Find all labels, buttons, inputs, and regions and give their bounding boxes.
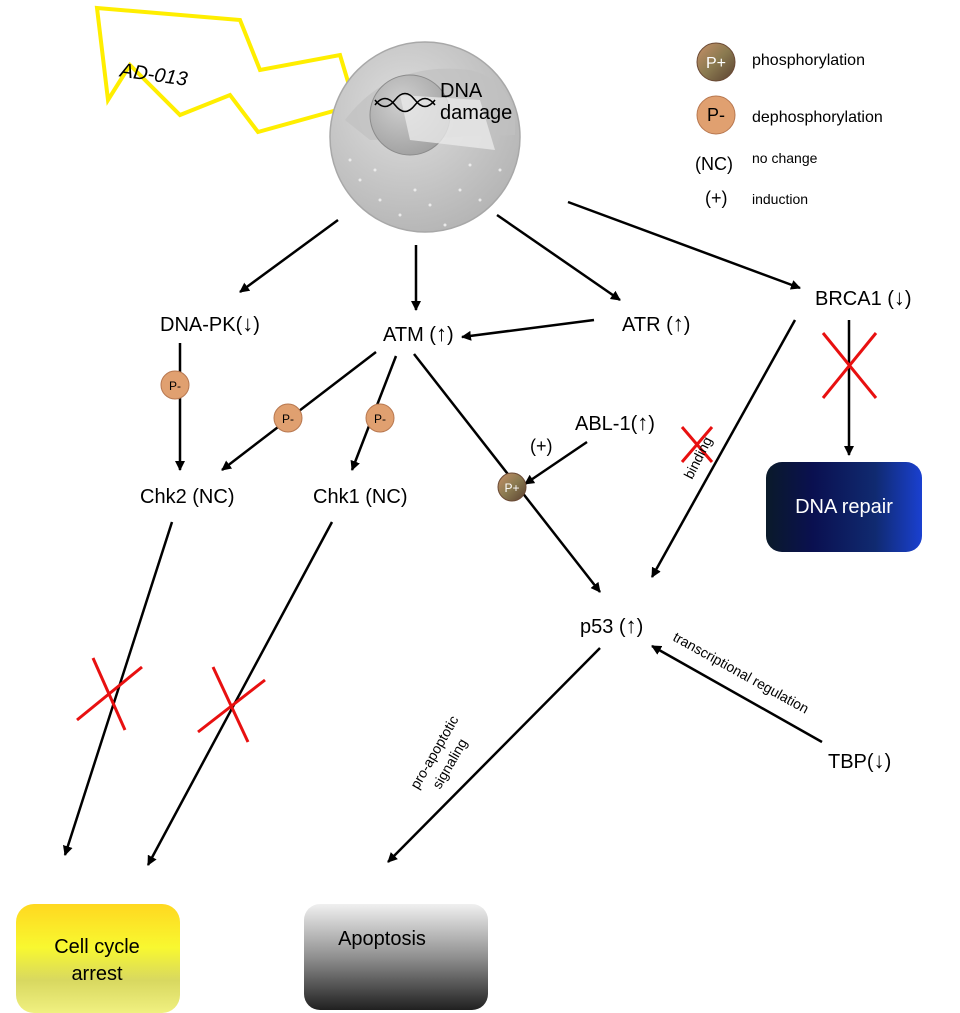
edge-chk2-arrest: [62, 521, 174, 856]
badge-dnapk-chk2: P-: [160, 370, 190, 400]
dna-helix-icon: [374, 92, 436, 113]
dnapk-down-arrow-icon: ↓: [242, 311, 253, 336]
legend-ind-symbol: (+): [705, 188, 728, 208]
node-chk1: Chk1 (NC): [313, 486, 407, 508]
cross-brca1-repair: [821, 332, 878, 399]
dna-repair-label: DNA repair: [795, 496, 893, 518]
svg-text:P+: P+: [504, 481, 519, 495]
svg-text:P-: P-: [374, 412, 386, 426]
legend-dephos-label: dephosphorylation: [752, 109, 883, 126]
edge-chk1-arrest: [146, 521, 334, 866]
node-atr: ATR (↑): [622, 311, 690, 336]
cell-cycle-label-line1: Cell cycle: [54, 936, 140, 958]
label-induction: (+): [530, 436, 553, 456]
legend: P+ phosphorylation P- dephosphorylation …: [695, 42, 883, 208]
node-p53: p53 (↑): [580, 613, 643, 638]
legend-nc-label: no change: [752, 150, 818, 166]
legend-ind-label: induction: [752, 191, 808, 207]
node-brca1: BRCA1 (↓): [815, 285, 912, 310]
legend-dephos-badge-text: P-: [707, 105, 725, 125]
cross-binding: [680, 426, 714, 463]
node-tbp: TBP(↓): [828, 748, 891, 773]
legend-phos-badge: [696, 42, 736, 82]
tbp-down-arrow-icon: ↓: [874, 748, 885, 773]
atr-up-arrow-icon: ↑: [673, 311, 684, 336]
drug-label: AD-013: [118, 59, 189, 90]
brca1-down-arrow-icon: ↓: [894, 285, 905, 310]
legend-phos-badge-text: P+: [706, 55, 726, 72]
badge-atm-chk2: P-: [273, 403, 303, 433]
edge-brca1-p53: [650, 319, 797, 578]
cross-chk2-arrest: [76, 657, 143, 731]
label-transcriptional: transcriptional regulation: [671, 629, 812, 717]
legend-nc-symbol: (NC): [695, 154, 733, 174]
inhibition-crosses: [76, 332, 878, 743]
edge-p53-apoptosis: [387, 647, 601, 863]
node-abl1: ABL-1(↑): [575, 410, 655, 435]
outcome-cell-cycle-arrest: Cell cycle arrest: [16, 904, 180, 1013]
edge-tbp-p53: [651, 644, 823, 744]
edge-abl1-p53: [524, 440, 588, 486]
node-dnapk: DNA-PK(↓): [160, 311, 260, 336]
apoptosis-label: Apoptosis: [338, 928, 426, 950]
outcome-apoptosis: Apoptosis: [304, 904, 488, 1010]
dna-damage-label-line2: damage: [440, 102, 512, 124]
badge-atm-p53-phos: P+: [497, 472, 527, 502]
edge-atr-atm: [461, 318, 595, 341]
cross-chk1-arrest: [197, 666, 266, 743]
badge-atm-chk1: P-: [365, 403, 395, 433]
cell-cycle-label-line2: arrest: [71, 963, 123, 985]
edge-cell-brca1: [567, 200, 801, 290]
legend-phos-label: phosphorylation: [752, 52, 865, 69]
node-chk2: Chk2 (NC): [140, 486, 234, 508]
edge-cell-dnapk: [239, 218, 339, 294]
cell-illustration: [329, 41, 521, 233]
legend-dephos-badge: [696, 95, 736, 135]
svg-text:P-: P-: [169, 379, 181, 393]
atm-up-arrow-icon: ↑: [436, 321, 447, 346]
outcome-dna-repair: DNA repair: [766, 462, 922, 552]
drug-lightning-bolt: [94, 5, 358, 135]
svg-text:P-: P-: [282, 412, 294, 426]
node-atm: ATM (↑): [383, 321, 454, 346]
abl1-up-arrow-icon: ↑: [637, 410, 648, 435]
p53-up-arrow-icon: ↑: [626, 613, 637, 638]
edge-cell-atr: [496, 213, 621, 302]
edge-atm-p53: [413, 353, 601, 593]
dna-damage-label-line1: DNA: [440, 80, 483, 102]
edges: [62, 200, 854, 866]
